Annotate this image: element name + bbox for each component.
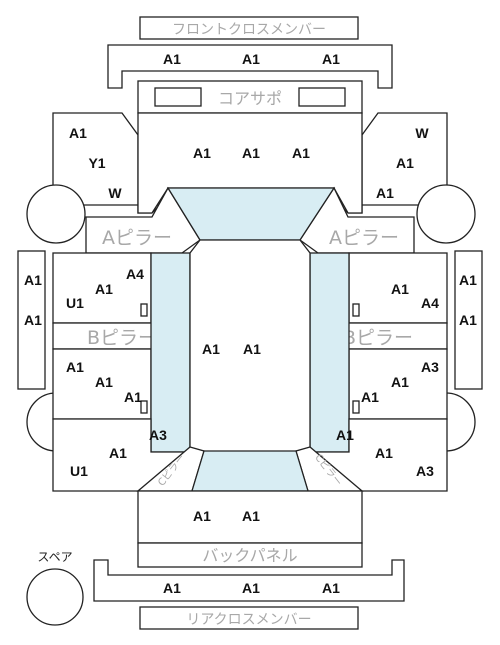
rear-door-right-handle [352, 400, 360, 414]
rear-door-left-handle [140, 400, 148, 414]
front-cross-member-label-box [139, 16, 359, 40]
front-door-right-handle [352, 303, 360, 317]
front-member-code-1: A1 [163, 51, 181, 67]
headlight-left [154, 87, 202, 107]
side-step-right [454, 250, 483, 390]
trunk-code-1: A1 [193, 508, 211, 524]
hood-code-3: A1 [292, 145, 310, 161]
front-door-left-handle [140, 303, 148, 317]
rear-door-left-code-3: A1 [124, 389, 142, 405]
front-cross-member [107, 44, 393, 89]
step-left-code-1: A1 [24, 272, 42, 288]
front-door-left-code-3: U1 [66, 295, 84, 311]
rear-window [191, 450, 309, 492]
headlight-right [298, 87, 346, 107]
rear-member-code-3: A1 [322, 580, 340, 596]
fender-left-code-3: W [108, 185, 122, 201]
front-cross-member-label: フロントクロスメンバー [172, 22, 326, 38]
b-pillar-right-label: Bピラー [343, 327, 413, 349]
front-right-wheel [416, 184, 476, 244]
fender-right-code-3: A1 [376, 185, 394, 201]
quarter-right-code-1: A1 [336, 427, 354, 443]
trunk-code-2: A1 [242, 508, 260, 524]
roof-code-1: A1 [202, 341, 220, 357]
rear-cross-member [93, 559, 405, 602]
front-door-left-code-1: A4 [126, 266, 144, 282]
front-door-right-code-2: A4 [421, 295, 439, 311]
step-right-code-2: A1 [459, 312, 477, 328]
fender-right-code-1: W [415, 125, 429, 141]
front-door-left [52, 252, 152, 324]
rear-member-code-1: A1 [163, 580, 181, 596]
rear-door-left-code-2: A1 [95, 374, 113, 390]
a-pillar-right-label: Aピラー [329, 227, 399, 249]
quarter-right-code-3: A3 [416, 463, 434, 479]
fender-left-code-1: A1 [69, 125, 87, 141]
quarter-left-code-3: U1 [70, 463, 88, 479]
hood-code-2: A1 [242, 145, 260, 161]
quarter-right-code-2: A1 [375, 445, 393, 461]
fender-left-code-2: Y1 [88, 155, 105, 171]
quarter-left-code-2: A1 [109, 445, 127, 461]
core-support-label: コアサポ [218, 89, 282, 108]
front-member-code-2: A1 [242, 51, 260, 67]
rear-door-right-code-1: A3 [421, 359, 439, 375]
fender-right-code-2: A1 [396, 155, 414, 171]
back-panel-label: バックパネル [202, 546, 297, 565]
front-member-code-3: A1 [322, 51, 340, 67]
roof-code-2: A1 [243, 341, 261, 357]
front-left-wheel [26, 184, 86, 244]
hood-code-1: A1 [193, 145, 211, 161]
side-window-left [150, 252, 191, 453]
trunk-panel [137, 490, 363, 544]
b-pillar-left-label: Bピラー [87, 327, 157, 349]
rear-member-code-2: A1 [242, 580, 260, 596]
rear-cross-member-label-box [139, 606, 359, 630]
rear-door-left-code-1: A1 [66, 359, 84, 375]
side-window-right [309, 252, 350, 453]
rear-door-right-code-3: A1 [361, 389, 379, 405]
step-right-code-1: A1 [459, 272, 477, 288]
spare-tire [26, 568, 84, 626]
back-panel-box [137, 542, 363, 568]
side-step-left [17, 250, 46, 390]
front-door-left-code-2: A1 [95, 281, 113, 297]
step-left-code-2: A1 [24, 312, 42, 328]
spare-label: スペア [37, 550, 72, 564]
rear-door-right-code-2: A1 [391, 374, 409, 390]
front-door-right-code-1: A1 [391, 281, 409, 297]
quarter-left-code-1: A3 [149, 427, 167, 443]
a-pillar-left-label: Aピラー [102, 227, 172, 249]
rear-cross-member-label: リアクロスメンバー [186, 612, 311, 628]
